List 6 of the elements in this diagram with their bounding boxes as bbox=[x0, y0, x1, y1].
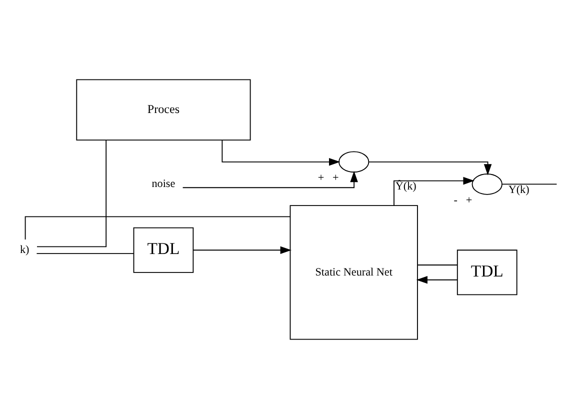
edge-label: Ŷ(k) bbox=[395, 180, 416, 192]
node-label: + + bbox=[318, 172, 339, 184]
node-label: - + bbox=[454, 194, 472, 206]
node-text: noise bbox=[152, 178, 176, 190]
edge-label: Y(k) bbox=[508, 184, 530, 196]
node-text: k) bbox=[20, 244, 30, 256]
